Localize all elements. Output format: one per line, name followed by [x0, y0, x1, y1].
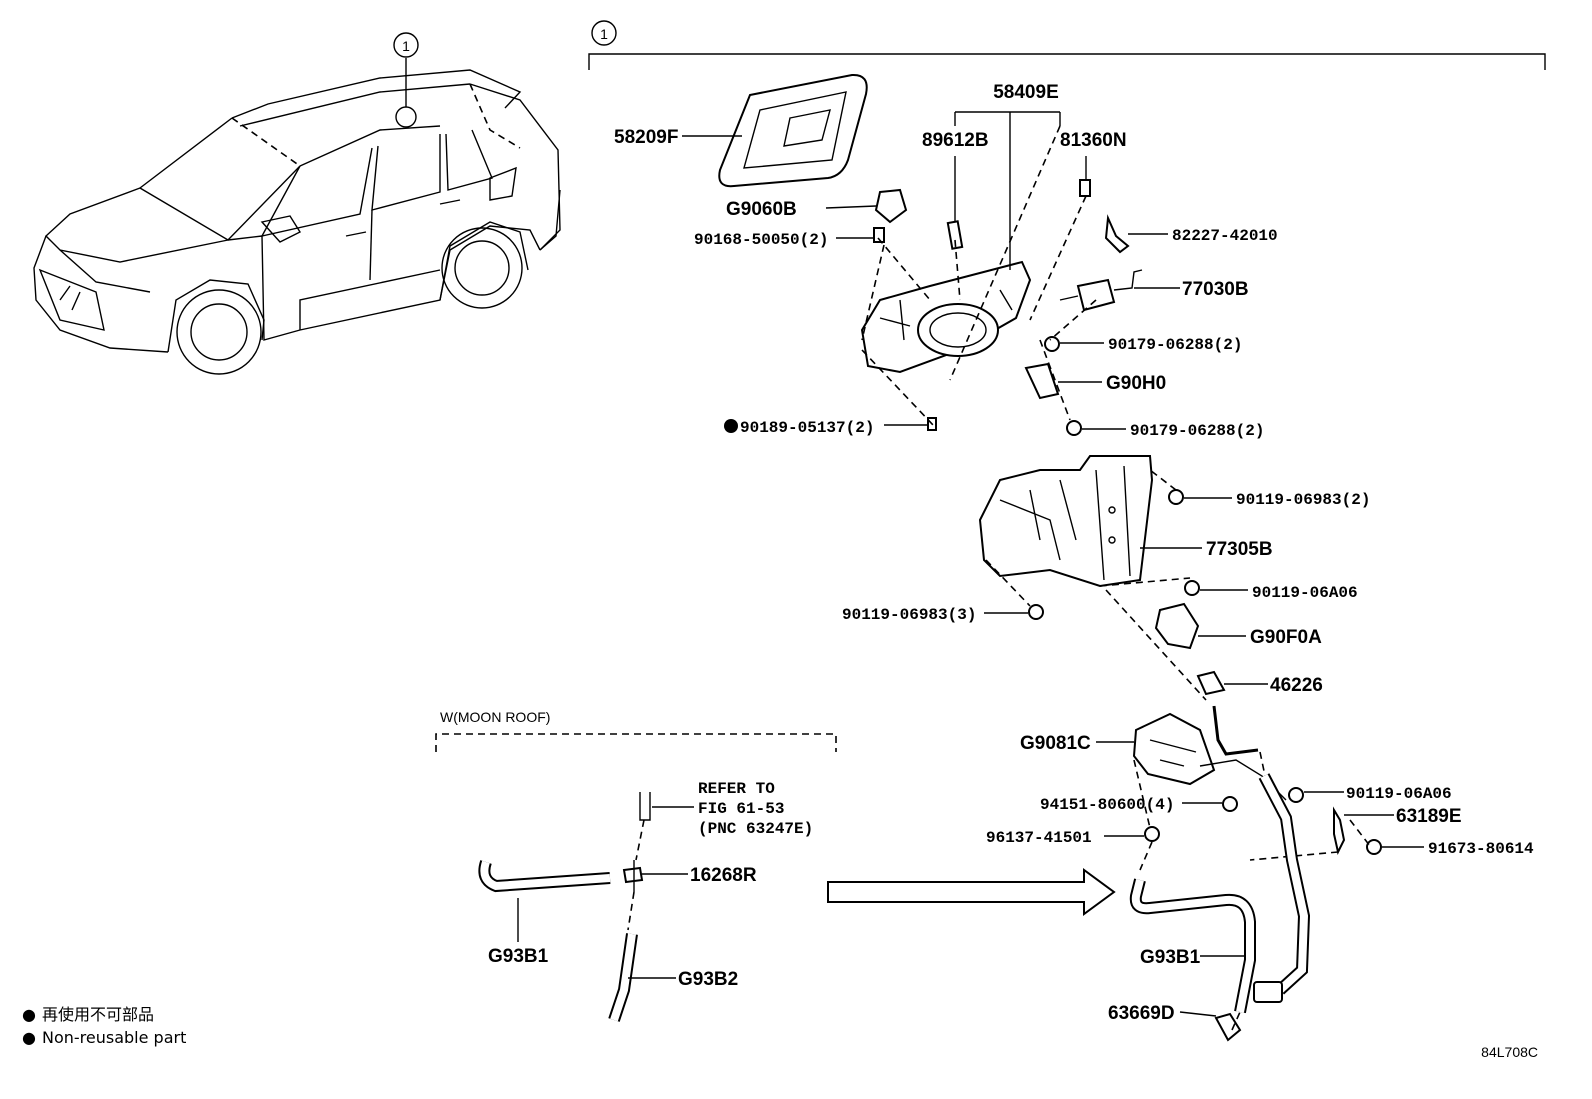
part-label-81360N: 81360N	[1060, 130, 1127, 151]
part-label-91673-80614: 91673-80614	[1428, 840, 1534, 858]
transition-arrow	[827, 868, 1116, 916]
part-label-G9081C: G9081C	[1020, 733, 1091, 754]
part-label-G93B2: G93B2	[678, 969, 738, 990]
callout-number-section: 1	[600, 26, 608, 42]
non-reusable-dot	[724, 419, 738, 433]
part-label-89612B: 89612B	[922, 130, 989, 151]
drain-hoses-right	[1129, 773, 1311, 1042]
part-label-90119-06A06-b: 90119-06A06	[1346, 785, 1452, 803]
part-label-G90F0A: G90F0A	[1250, 627, 1322, 648]
part-label-G90H0: G90H0	[1106, 373, 1166, 394]
vehicle-illustration: 1	[33, 32, 561, 375]
part-label-58209F: 58209F	[614, 127, 678, 148]
part-label-63669D: 63669D	[1108, 1003, 1175, 1024]
part-label-82227-42010: 82227-42010	[1172, 227, 1278, 245]
refer-note-line3: (PNC 63247E)	[698, 820, 813, 838]
part-labels: 58409E 58209F 89612B 81360N G9060B 90168…	[488, 82, 1534, 1024]
lock-assembly	[1096, 602, 1424, 871]
part-label-58409E: 58409E	[993, 82, 1059, 103]
mounting-bracket	[978, 455, 1248, 701]
callout-circle-section	[591, 20, 617, 46]
part-label-G93B1-left: G93B1	[488, 946, 549, 967]
part-label-90179-06288-a: 90179-06288(2)	[1108, 336, 1242, 354]
part-label-96137-41501: 96137-41501	[986, 829, 1092, 847]
part-label-90119-06983-a: 90119-06983(2)	[1236, 491, 1370, 509]
section-label: W(MOON ROOF)	[440, 709, 550, 725]
legend-symbol-jp: ●	[22, 1005, 36, 1024]
legend: ● 再使用不可部品 ● Non-reusable part	[22, 1005, 186, 1047]
figure-code: 84L708C	[1481, 1044, 1538, 1060]
part-label-G9060B: G9060B	[726, 199, 797, 220]
part-label-46226: 46226	[1270, 675, 1323, 696]
part-label-90179-06288-b: 90179-06288(2)	[1130, 422, 1264, 440]
part-label-77030B: 77030B	[1182, 279, 1249, 300]
part-label-94151-80600: 94151-80600(4)	[1040, 796, 1174, 814]
part-label-90189-05137: 90189-05137(2)	[740, 419, 874, 437]
part-label-90168-50050: 90168-50050(2)	[694, 231, 828, 249]
section-bracket: 1	[588, 20, 1546, 70]
refer-note-line1: REFER TO	[698, 780, 775, 798]
legend-text-jp: 再使用不可部品	[42, 1005, 154, 1024]
part-label-63189E: 63189E	[1396, 806, 1462, 827]
callout-circle-vehicle	[393, 32, 419, 58]
part-label-16268R: 16268R	[690, 865, 757, 886]
part-label-90119-06983-b: 90119-06983(3)	[842, 606, 976, 624]
moon-roof-section: W(MOON ROOF) REFER TO FIG 61-53 (PNC 632…	[435, 709, 837, 1022]
part-label-77305B: 77305B	[1206, 539, 1273, 560]
legend-text-en: Non-reusable part	[42, 1028, 186, 1047]
part-label-G93B1-right: G93B1	[1140, 947, 1201, 968]
part-label-90119-06A06-a: 90119-06A06	[1252, 584, 1358, 602]
fuel-lid-assembly	[682, 73, 1180, 436]
legend-symbol-en: ●	[22, 1028, 36, 1047]
callout-number-vehicle: 1	[402, 38, 410, 54]
refer-note-line2: FIG 61-53	[698, 800, 784, 818]
